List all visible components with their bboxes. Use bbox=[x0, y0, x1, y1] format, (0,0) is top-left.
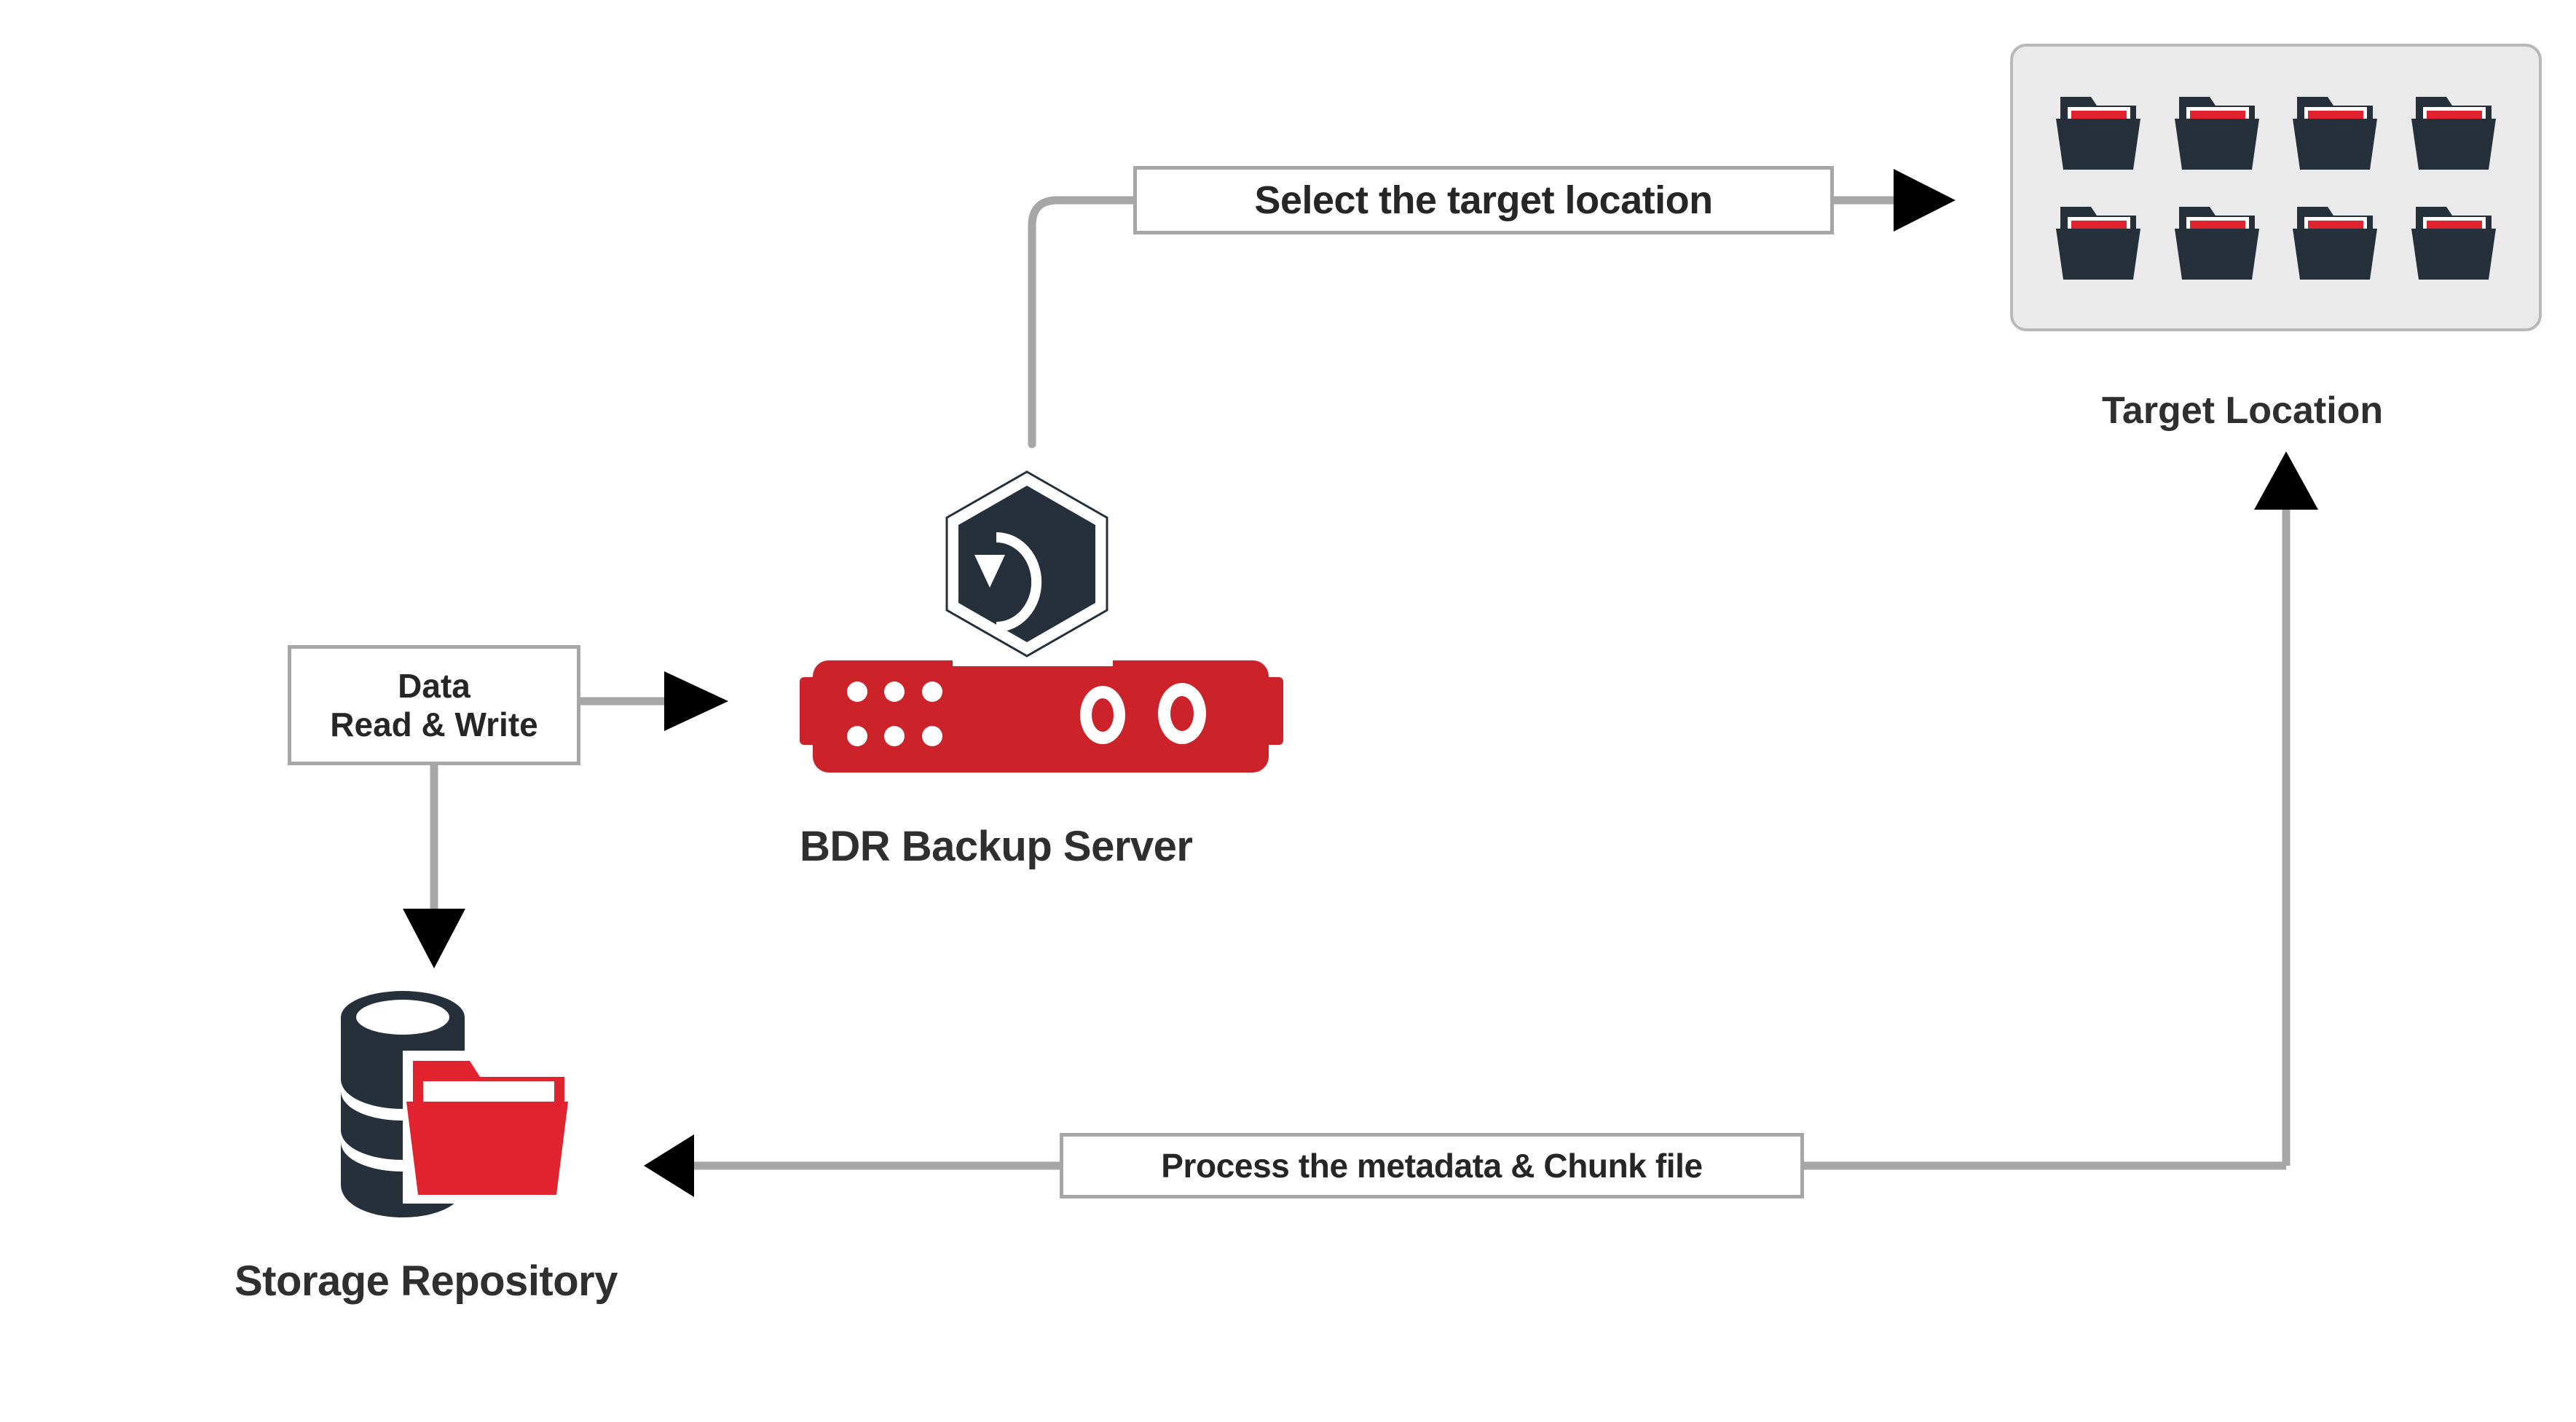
server-drive-bay-inner bbox=[1170, 696, 1194, 731]
folder-icon bbox=[2174, 96, 2259, 170]
folder-icon bbox=[2056, 96, 2141, 170]
caption-target-location: Target Location bbox=[2102, 390, 2384, 432]
connector-server-to-select-target bbox=[1028, 196, 1138, 449]
restore-arrowhead bbox=[974, 555, 1005, 588]
folder-icon bbox=[2293, 96, 2378, 170]
label-select-target-location-text: Select the target location bbox=[1254, 178, 1713, 222]
folder-icon bbox=[2293, 207, 2378, 280]
target-location-panel[interactable] bbox=[2010, 44, 2542, 331]
arrowhead-up-to-target-location bbox=[2254, 451, 2318, 510]
label-data-read-write-text: Data Read & Write bbox=[330, 666, 538, 743]
restore-arc bbox=[996, 532, 1042, 632]
server-vent-dot bbox=[847, 682, 867, 702]
server-vent-dot bbox=[884, 682, 905, 702]
folder-paper bbox=[423, 1081, 554, 1105]
server-vent-dot bbox=[884, 726, 905, 746]
arrowhead-right-to-server bbox=[664, 671, 728, 731]
server-vent-dot bbox=[922, 726, 942, 746]
storage-repository-icon bbox=[341, 991, 568, 1217]
arrowhead-down-to-storage bbox=[403, 909, 465, 968]
folder-front bbox=[406, 1102, 568, 1195]
label-process-metadata-chunk-text: Process the metadata & Chunk file bbox=[1161, 1146, 1703, 1185]
label-data-read-write[interactable]: Data Read & Write bbox=[288, 645, 580, 765]
label-process-metadata-chunk[interactable]: Process the metadata & Chunk file bbox=[1060, 1133, 1804, 1198]
server-vent-dot bbox=[847, 726, 867, 746]
label-select-target-location[interactable]: Select the target location bbox=[1133, 166, 1834, 234]
database-top-face bbox=[356, 1000, 449, 1035]
server-drive-bay-inner bbox=[1092, 698, 1114, 732]
caption-storage-repository: Storage Repository bbox=[235, 1257, 618, 1305]
server-vent-dot bbox=[922, 682, 942, 702]
folder-icon bbox=[2056, 207, 2141, 280]
caption-bdr-backup-server: BDR Backup Server bbox=[800, 823, 1193, 870]
arrowhead-right-to-target-location bbox=[1894, 169, 1955, 232]
folder-icon bbox=[2411, 207, 2496, 280]
folder-icon bbox=[2174, 207, 2259, 280]
bdr-backup-server-icon bbox=[800, 470, 1283, 773]
restore-badge-hexagon bbox=[958, 486, 1095, 642]
folder-icon bbox=[2411, 96, 2496, 170]
arrowhead-left-to-storage bbox=[644, 1134, 694, 1197]
